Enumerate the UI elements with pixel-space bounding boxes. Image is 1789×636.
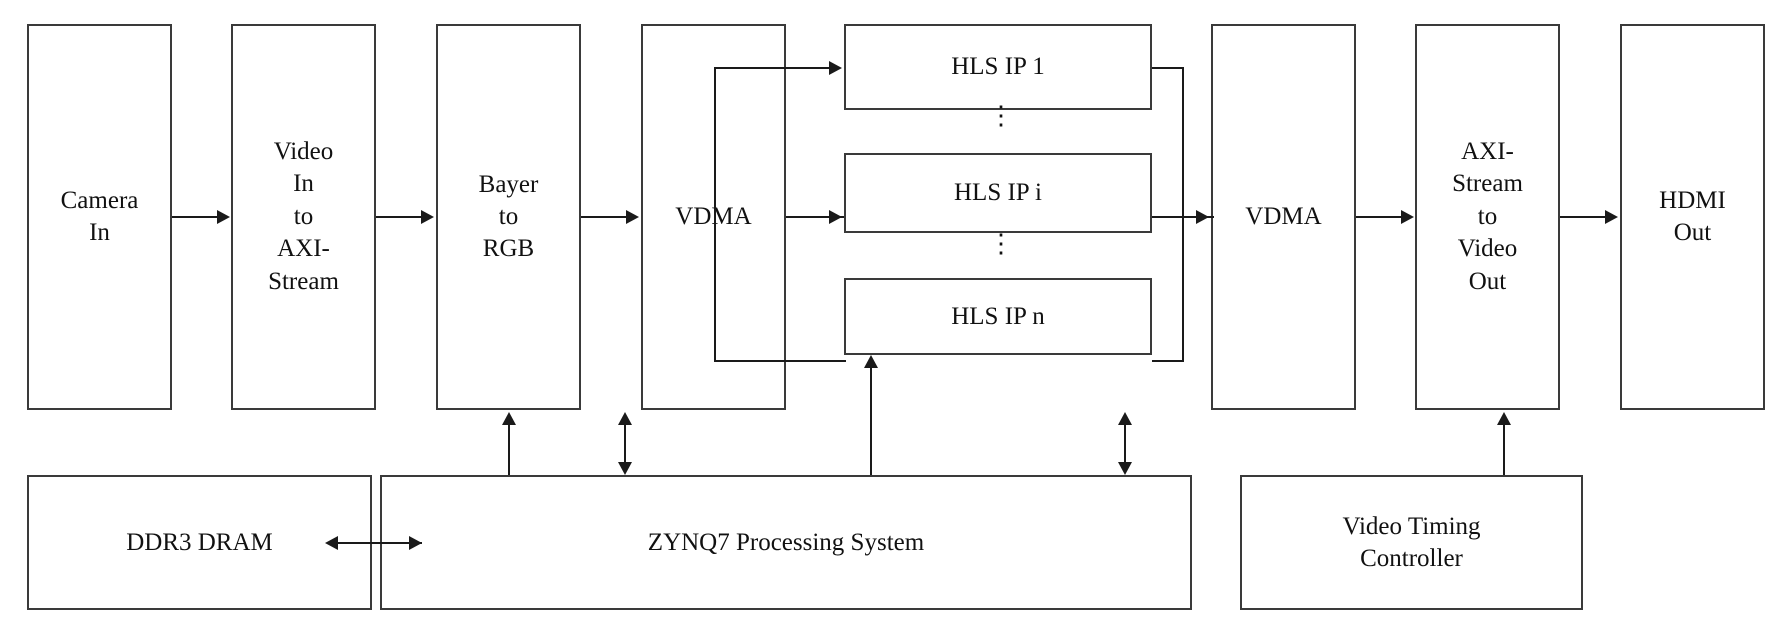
block-video-timing-controller-label: Video Timing Controller (1342, 512, 1481, 572)
connector-vdmaout-to-axistream-line (1356, 216, 1402, 218)
connector-zynq-vdmain-line (624, 424, 626, 462)
block-vdma-out[interactable]: VDMA (1211, 24, 1356, 410)
connector-fanout-branch-ipn-line (714, 360, 846, 362)
connector-ddr3-zynq-line (330, 542, 422, 544)
block-hls-ip-i-label: HLS IP i (954, 179, 1042, 206)
connector-axistream-to-hdmi-line (1560, 216, 1606, 218)
block-hls-ip-i[interactable]: HLS IP i (844, 153, 1152, 233)
block-hls-ip-1-label: HLS IP 1 (951, 53, 1045, 80)
block-hls-ip-n-label: HLS IP n (951, 302, 1045, 330)
ellipsis-between-ipi-and-ipn: ⋮ (988, 229, 1014, 258)
connector-fanout-branch-ip1-line (714, 67, 830, 69)
block-ddr3-dram[interactable]: DDR3 DRAM (27, 475, 372, 610)
connector-ddr3-zynq-arrow-left (325, 536, 338, 550)
connector-bayer-to-vdma-arrow (626, 210, 639, 224)
block-hls-ip-1[interactable]: HLS IP 1 (844, 24, 1152, 110)
block-axi-stream-to-video-out-label: AXI- Stream to Video Out (1452, 137, 1523, 295)
connector-fanin-bus (1182, 67, 1184, 362)
connector-zynq-vdmain-arrow-up (618, 412, 632, 425)
connector-zynq-vdmaout-line (1124, 424, 1126, 462)
block-zynq7-processing-system[interactable]: ZYNQ7 Processing System (380, 475, 1192, 610)
block-vdma-in[interactable]: VDMA (641, 24, 786, 410)
block-vdma-out-label: VDMA (1245, 203, 1322, 230)
block-video-timing-controller[interactable]: Video Timing Controller (1240, 475, 1583, 610)
block-video-in-to-axi-stream[interactable]: Video In to AXI- Stream (231, 24, 376, 410)
block-camera-in[interactable]: Camera In (27, 24, 172, 410)
connector-vdma-fanout-trunk (786, 216, 844, 218)
connector-camera-to-videoin-line (172, 216, 218, 218)
block-zynq7-processing-system-label: ZYNQ7 Processing System (647, 528, 925, 556)
block-hls-ip-n[interactable]: HLS IP n (844, 278, 1152, 355)
connector-bayer-to-vdma-line (581, 216, 627, 218)
connector-vtc-to-axistream-arrow-up (1497, 412, 1511, 425)
connector-vdma-fanout-bus (714, 67, 716, 362)
block-video-in-to-axi-stream-label: Video In to AXI- Stream (268, 137, 339, 295)
connector-zynq-to-bayer-line (508, 424, 510, 475)
block-vdma-in-label: VDMA (675, 203, 752, 230)
connector-zynq-vdmaout-arrow-up (1118, 412, 1132, 425)
ellipsis-between-ip1-and-ipi: ⋮ (988, 101, 1014, 130)
block-ddr3-dram-label: DDR3 DRAM (126, 528, 273, 556)
connector-vtc-to-axistream-line (1503, 424, 1505, 475)
connector-fanin-trunk (1152, 216, 1214, 218)
block-axi-stream-to-video-out[interactable]: AXI- Stream to Video Out (1415, 24, 1560, 410)
connector-zynq-to-hlsipn-arrow-up (864, 355, 878, 368)
connector-zynq-to-bayer-arrow-up (502, 412, 516, 425)
block-bayer-to-rgb-label: Bayer to RGB (478, 171, 539, 262)
connector-videoin-to-bayer-line (376, 216, 422, 218)
block-hdmi-out-label: HDMI Out (1659, 187, 1726, 246)
connector-fanin-ip1-line (1152, 67, 1184, 69)
block-camera-in-label: Camera In (60, 187, 139, 246)
connector-fanin-ipn-line (1152, 360, 1184, 362)
connector-zynq-vdmain-arrow-down (618, 462, 632, 475)
block-bayer-to-rgb[interactable]: Bayer to RGB (436, 24, 581, 410)
connector-fanout-branch-ipi-arrow (829, 210, 842, 224)
connector-videoin-to-bayer-arrow (421, 210, 434, 224)
connector-zynq-vdmaout-arrow-down (1118, 462, 1132, 475)
connector-fanout-branch-ip1-arrow (829, 61, 842, 75)
connector-zynq-to-hlsipn-line (870, 367, 872, 475)
connector-fanin-trunk-arrow (1196, 210, 1209, 224)
connector-vdmaout-to-axistream-arrow (1401, 210, 1414, 224)
block-hdmi-out[interactable]: HDMI Out (1620, 24, 1765, 410)
connector-ddr3-zynq-arrow-right (409, 536, 422, 550)
connector-axistream-to-hdmi-arrow (1605, 210, 1618, 224)
connector-camera-to-videoin-arrow (217, 210, 230, 224)
